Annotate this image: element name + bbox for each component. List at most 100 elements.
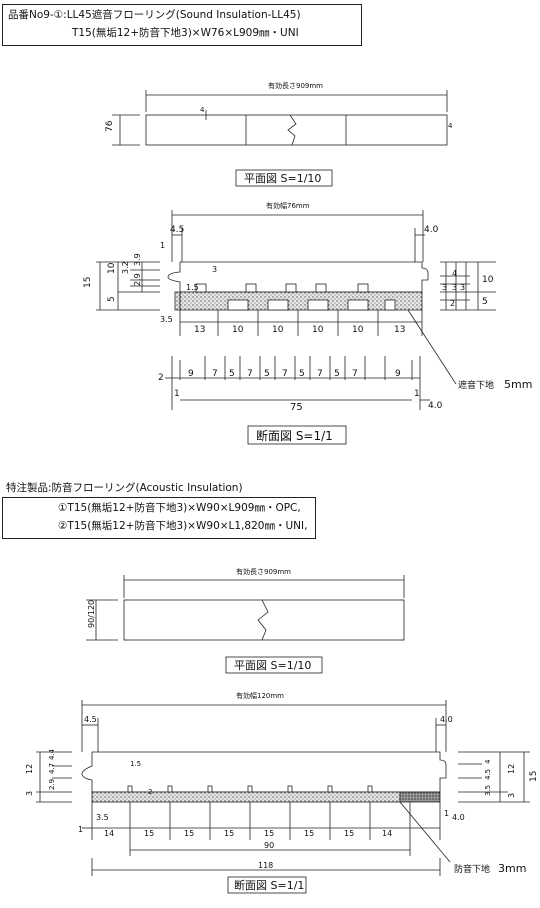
section1-right-dim-1: 3 <box>442 283 447 292</box>
custom-spec-box <box>2 497 316 539</box>
section1-right-top: 4.0 <box>424 225 439 235</box>
custom-spec-line-1: ①T15(無垢12+防音下地3)×W90×L909㎜・OPC, <box>58 502 301 514</box>
section2-segment-4: 15 <box>264 829 274 838</box>
plan1-width: 76 <box>105 120 115 132</box>
section1-segment-4: 10 <box>352 325 364 335</box>
custom-product-title: 特注製品:防音フローリング(Acoustic Insulation) <box>6 482 243 494</box>
section2-left-dim-1: 2.9 <box>48 779 56 790</box>
section2-left-top: 4.5 <box>84 715 97 724</box>
section2-groove-b: 2 <box>148 788 152 796</box>
section1-segment-1: 10 <box>232 325 244 335</box>
plan1-caption: 平面図 S=1/10 <box>244 172 321 185</box>
section1-tick-4: 5 <box>264 369 270 379</box>
section1-underlay-value: 5mm <box>504 378 532 391</box>
product-spec: T15(無垢12+防音下地3)×W76×L909㎜・UNI <box>72 27 299 39</box>
section2-left-dim-4: 3 <box>25 791 34 796</box>
section1-tick-2: 5 <box>229 369 235 379</box>
section1-left-dim-1: 3.2 <box>121 261 130 274</box>
board-profile-2 <box>81 751 447 793</box>
section2-caption: 断面図 S=1/1 <box>234 878 304 892</box>
section1-left-dim-3: 2.9 <box>133 273 142 286</box>
section2-right-dim-2: 4 <box>484 759 492 764</box>
plan-caption-box-1 <box>235 169 333 187</box>
section2-right-top: 4.0 <box>440 715 453 724</box>
section1-tick-10: 9 <box>395 369 401 379</box>
section1-right-dim-0: 4 <box>452 269 457 278</box>
section2-segment-2: 15 <box>184 829 194 838</box>
plan1-length-label: 有効長さ909mm <box>268 81 323 90</box>
product-header-box <box>2 4 362 46</box>
section1-groove-a: 3 <box>212 265 217 274</box>
product-title: 品番No9-①:LL45遮音フローリング(Sound Insulation-LL… <box>8 9 301 21</box>
section1-segment-0: 13 <box>194 325 205 335</box>
section1-right-dim-3: 3 <box>460 283 465 292</box>
section2-underlay-label: 防音下地 <box>454 863 490 875</box>
section2-right-dim-3: 12 <box>507 764 516 774</box>
section1-total: 75 <box>290 402 303 413</box>
plan1-dim-a: 4 <box>200 106 205 114</box>
section2-segment-0: 14 <box>104 829 114 838</box>
section1-right-dim-5: 10 <box>482 275 494 285</box>
section2-right-dim-5: 15 <box>529 771 539 782</box>
section1-left-one: 1 <box>160 241 165 250</box>
section2-width-label: 有効幅120mm <box>236 691 284 700</box>
section1-left-dim-4: 5 <box>107 296 117 302</box>
custom-spec-line-2: ②T15(無垢12+防音下地3)×W90×L1,820㎜・UNI, <box>58 520 308 532</box>
section1-segment-5: 13 <box>394 325 405 335</box>
section1-groove-b: 1.5 <box>186 283 199 292</box>
section1-right-dim-6: 5 <box>482 297 488 307</box>
section2-segment-1: 15 <box>144 829 154 838</box>
section1-bottom-right-a: 1 <box>414 389 420 399</box>
section2-segment-first: 3.5 <box>96 813 109 822</box>
section1-tick-5: 7 <box>282 369 288 379</box>
section1-left-dim-2: 3.9 <box>133 253 142 266</box>
plan2-width: 90/120 <box>87 600 96 628</box>
section2-segment-6: 15 <box>344 829 354 838</box>
section2-segment-3: 15 <box>224 829 234 838</box>
section1-left-top: 4.5 <box>170 225 184 235</box>
section1-segment-2: 10 <box>272 325 284 335</box>
section1-tick-9: 7 <box>352 369 358 379</box>
section1-right-dim-2: 3 <box>452 283 457 292</box>
section2-left-dim-2: 4.7 <box>48 763 56 774</box>
section1-bottom-left-b: 1 <box>174 389 180 399</box>
section-view-2 <box>36 700 530 894</box>
section-caption-box-1 <box>247 425 347 445</box>
plan2-caption: 平面図 S=1/10 <box>234 659 311 672</box>
underlay-2 <box>91 791 401 803</box>
section2-bottom-right-a: 1 <box>444 809 449 818</box>
section2-bottom-right-b: 4.0 <box>452 813 465 822</box>
section1-tick-7: 7 <box>317 369 323 379</box>
section1-caption: 断面図 S=1/1 <box>256 428 333 443</box>
section2-total: 118 <box>258 861 273 870</box>
section2-inner: 90 <box>264 841 274 850</box>
plan-board-1 <box>145 114 448 146</box>
section2-segment-7: 14 <box>382 829 392 838</box>
section2-underlay-value: 3mm <box>498 862 526 875</box>
section1-right-dim-4: 2 <box>450 299 455 308</box>
section1-tick-3: 7 <box>247 369 253 379</box>
section2-right-dim-1: 4.5 <box>484 769 492 780</box>
section2-left-dim-0: 12 <box>25 764 34 774</box>
plan-view-2 <box>86 575 405 674</box>
plan2-length-label: 有効長さ909mm <box>236 567 291 576</box>
section1-tick-6: 5 <box>299 369 305 379</box>
section-view-1 <box>96 210 496 445</box>
section1-width-label: 有効幅76mm <box>266 201 310 210</box>
section1-tick-0: 9 <box>188 369 194 379</box>
section1-overall: 15 <box>83 277 93 288</box>
section1-segment-3: 10 <box>312 325 324 335</box>
board-profile-1 <box>167 261 429 293</box>
section2-right-dim-4: 3 <box>507 793 516 798</box>
plan-board-2 <box>123 599 405 641</box>
section-caption-box-2 <box>227 876 307 894</box>
section1-bottom-right-b: 4.0 <box>428 401 443 411</box>
section1-left-dim-0: 10 <box>107 262 117 274</box>
section1-tick-8: 5 <box>334 369 340 379</box>
section2-segment-5: 15 <box>304 829 314 838</box>
plan1-dim-b: 4 <box>448 122 453 130</box>
section2-right-dim-0: 3.5 <box>484 785 492 796</box>
section1-bottom-left-a: 2 <box>158 373 164 383</box>
underlay-1 <box>174 291 181 311</box>
